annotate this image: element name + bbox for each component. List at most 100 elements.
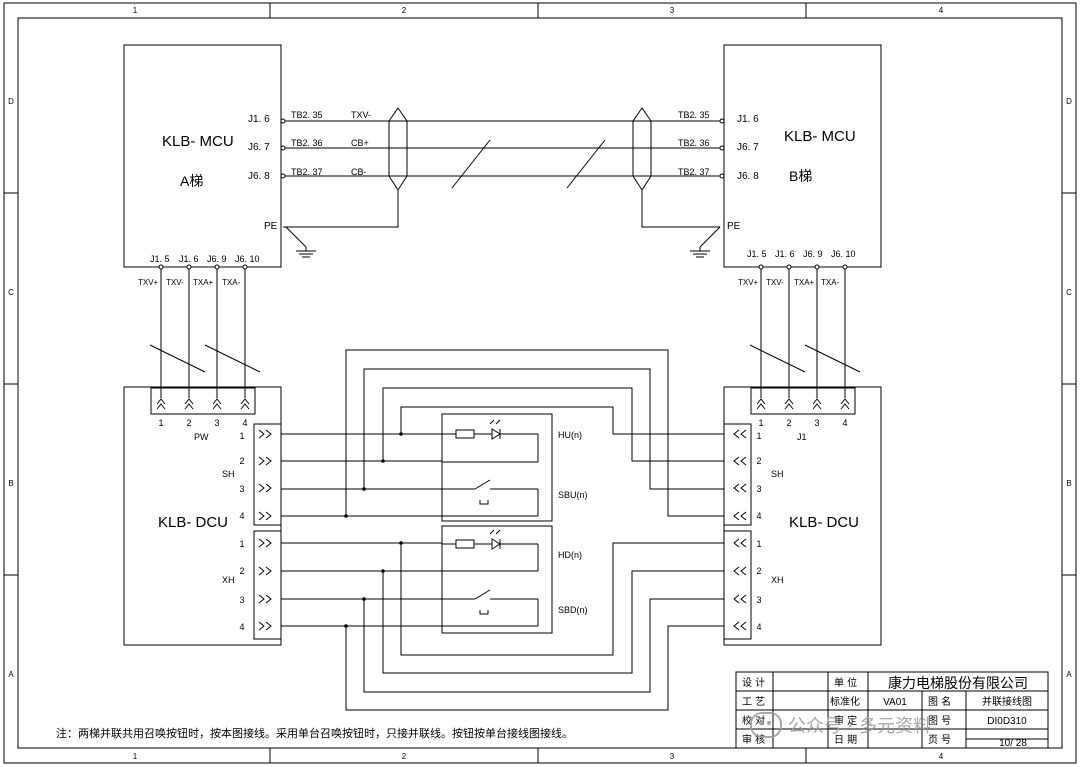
dcu-a-name: KLB- DCU bbox=[158, 514, 228, 531]
hu-label: HU(n) bbox=[558, 430, 582, 440]
tb-page-label: 页 号 bbox=[928, 734, 951, 746]
mcu-b-bottom-pin: J1. 6 bbox=[775, 249, 795, 259]
mcu-a-pin: J6. 8 bbox=[248, 171, 270, 182]
dcu-b-xh-num: 4 bbox=[756, 622, 761, 632]
mcu-b-bottom-sig: TXV- bbox=[766, 278, 784, 287]
bus-signal-label: CB+ bbox=[351, 138, 369, 148]
row-label-left: B bbox=[8, 479, 13, 488]
hd-label: HD(n) bbox=[558, 550, 582, 560]
dcu-a-sh-connector bbox=[253, 423, 282, 526]
mcu-b-bottom-sig: TXV+ bbox=[738, 278, 759, 287]
wechat-icon bbox=[750, 712, 782, 738]
tb-fig-no-label: 图 号 bbox=[928, 715, 951, 727]
mcu-a-bottom-pin: J6. 10 bbox=[235, 254, 260, 264]
tb-date: 日 期 bbox=[834, 734, 857, 746]
col-label-bottom: 2 bbox=[402, 752, 407, 761]
dcu-b-xh-num: 1 bbox=[756, 539, 761, 549]
row-label-left: D bbox=[8, 97, 14, 106]
dcu-a-sh-num: 1 bbox=[239, 431, 244, 441]
mcu-b-elevator: B梯 bbox=[789, 168, 812, 184]
col-label-bottom: 3 bbox=[670, 752, 675, 761]
tb-std: 标准化 bbox=[830, 695, 860, 708]
mcu-b-term: TB2. 35 bbox=[678, 110, 710, 120]
dcu-a-xh-num: 2 bbox=[239, 566, 244, 576]
outer-frame bbox=[3, 2, 1077, 764]
dcu-a-pw-num: 2 bbox=[186, 418, 191, 428]
title-block-grid bbox=[735, 671, 1049, 749]
mcu-b-pin: J1. 6 bbox=[737, 114, 759, 125]
row-label-left: A bbox=[8, 670, 14, 679]
dcu-a-sh-num: 2 bbox=[239, 456, 244, 466]
watermark: 公众号 · 多元资料 bbox=[750, 708, 1050, 742]
dcu-a-side-pins bbox=[258, 429, 272, 631]
mcu-a-bottom-sig: TXV- bbox=[166, 278, 184, 287]
ground-icon bbox=[296, 247, 316, 258]
col-label-top: 4 bbox=[939, 6, 944, 15]
mcu-a-elevator: A梯 bbox=[180, 173, 203, 189]
dcu-b-sh-num: 1 bbox=[756, 431, 761, 441]
inner-frame bbox=[17, 17, 1063, 749]
dcu-b-sh-num: 2 bbox=[756, 456, 761, 466]
dcu-b-side-pins bbox=[733, 429, 747, 631]
diagram-note: 注：两梯并联共用召唤按钮时，按本图接线。采用单台召唤按钮时，只接并联线。按钮按单… bbox=[56, 726, 573, 740]
mcu-b-bottom-pin: J6. 10 bbox=[831, 249, 856, 259]
dcu-b-j1-label: J1 bbox=[797, 432, 807, 442]
bus-signal-label: TXV- bbox=[351, 110, 371, 120]
row-label-right: C bbox=[1066, 288, 1072, 297]
col-label-bottom: 1 bbox=[133, 752, 138, 761]
parallel-wires bbox=[281, 349, 724, 711]
mcu-a-pin: J1. 6 bbox=[248, 114, 270, 125]
dcu-a-sh-label: SH bbox=[222, 469, 235, 479]
mcu-a-pin: J6. 7 bbox=[248, 142, 270, 153]
mcu-a-term: TB2. 37 bbox=[291, 167, 323, 177]
mcu-b-bottom-pin: J6. 9 bbox=[803, 249, 823, 259]
dcu-b-j1-num: 3 bbox=[814, 418, 819, 428]
mcu-b-pin: J6. 8 bbox=[737, 171, 759, 182]
dcu-b-sh-num: 3 bbox=[756, 484, 761, 494]
ground-icon bbox=[690, 247, 710, 258]
tb-std-value: VA01 bbox=[883, 697, 907, 708]
dcu-a-xh-connector bbox=[253, 530, 282, 640]
dcu-b-name: KLB- DCU bbox=[789, 514, 859, 531]
row-label-right: B bbox=[1066, 479, 1071, 488]
mcu-a-name: KLB- MCU bbox=[162, 133, 234, 150]
dcu-b-xh-num: 2 bbox=[756, 566, 761, 576]
dcu-b-j1-num: 1 bbox=[758, 418, 763, 428]
row-label-left: C bbox=[8, 288, 14, 297]
sbu-label: SBU(n) bbox=[558, 490, 588, 500]
junction-dots bbox=[344, 432, 403, 628]
dcu-b-sh-connector bbox=[723, 423, 752, 526]
dcu-b-xh-connector bbox=[723, 530, 752, 640]
tb-fig-no: DI0D310 bbox=[987, 716, 1027, 727]
dcu-b-sh-num: 4 bbox=[756, 511, 761, 521]
mcu-b-term: TB2. 37 bbox=[678, 167, 710, 177]
dcu-a-xh-num: 4 bbox=[239, 622, 244, 632]
dcu-b-xh-num: 3 bbox=[756, 595, 761, 605]
mcu-a-term: TB2. 35 bbox=[291, 110, 323, 120]
mcu-bus-wires bbox=[283, 107, 724, 248]
mcu-a-bottom-sig: TXA+ bbox=[193, 278, 214, 287]
grid-ticks bbox=[4, 3, 1076, 763]
watermark-text: 公众号 · 多元资料 bbox=[788, 716, 932, 737]
row-label-right: D bbox=[1066, 97, 1072, 106]
sbd-label: SBD(n) bbox=[558, 605, 588, 615]
dcu-a-sh-num: 4 bbox=[239, 511, 244, 521]
mcu-b-bottom-sig: TXA+ bbox=[794, 278, 815, 287]
mcu-a-bottom-pin: J6. 9 bbox=[207, 254, 227, 264]
tb-fig-name: 并联接线图 bbox=[982, 695, 1032, 708]
dcu-a-pw-pins bbox=[156, 398, 250, 410]
dcu-a-pw-label: PW bbox=[194, 432, 209, 442]
tb-unit: 单 位 bbox=[834, 676, 857, 689]
tb-approve: 审 定 bbox=[834, 714, 857, 727]
mcu-a-bottom-pin: J1. 6 bbox=[179, 254, 199, 264]
col-label-top: 1 bbox=[133, 6, 138, 15]
mcu-b-pin: J6. 7 bbox=[737, 142, 759, 153]
mcu-dcu-wires bbox=[149, 269, 861, 398]
mcu-a-box bbox=[123, 44, 282, 268]
col-label-top: 2 bbox=[402, 6, 407, 15]
dcu-b-j1-num: 4 bbox=[842, 418, 847, 428]
tb-design: 设 计 bbox=[742, 676, 765, 689]
mcu-b-box bbox=[723, 44, 882, 268]
mcu-a-bottom-pin: J1. 5 bbox=[150, 254, 170, 264]
